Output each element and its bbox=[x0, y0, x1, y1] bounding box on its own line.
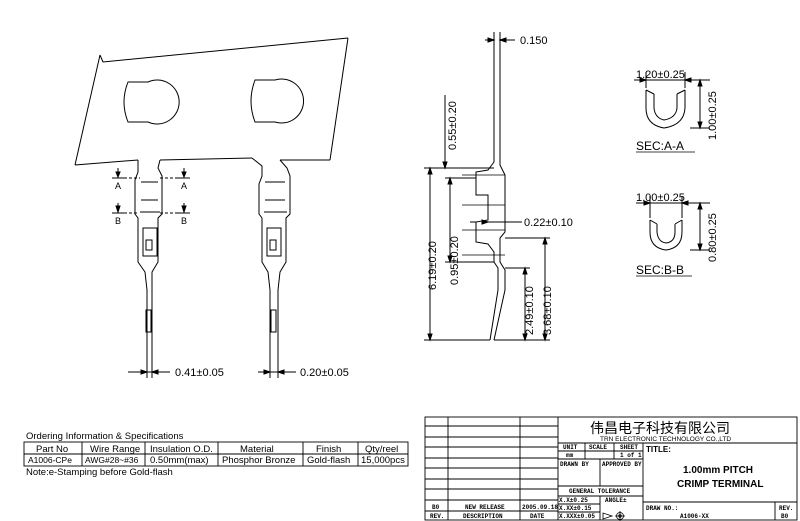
tb-title-line2: CRIMP TERMINAL bbox=[677, 479, 763, 490]
company-cn: 伟昌电子科技有限公司 bbox=[590, 421, 730, 437]
tb-unit: UNIT bbox=[563, 444, 578, 451]
pilot-hole-right bbox=[250, 78, 305, 124]
ordering-table-grid bbox=[23, 441, 409, 467]
tb-drawn-by: DRAWN BY bbox=[560, 461, 589, 468]
tb-draw-no: A1006-XX bbox=[680, 513, 709, 520]
ordering-cell-4: Gold-flash bbox=[307, 455, 350, 466]
ordering-header-5: Qty/reel bbox=[365, 444, 398, 455]
tb-rev-label: REV. bbox=[779, 505, 793, 512]
marker-a-left: A bbox=[115, 181, 121, 191]
tb-title-label: TITLE: bbox=[646, 445, 671, 454]
terminal-left bbox=[134, 159, 163, 365]
tb-rev: REV. bbox=[430, 513, 444, 520]
title-block-grid bbox=[424, 416, 798, 521]
dim-249: 2.49±0.10 bbox=[524, 286, 536, 335]
ordering-header-2: Insulation O.D. bbox=[150, 444, 213, 455]
ordering-cell-5: 15,000pcs bbox=[361, 455, 405, 466]
dim-041: 0.41±0.05 bbox=[175, 367, 224, 379]
pilot-hole-left bbox=[123, 79, 180, 125]
tb-title-line1: 1.00mm PITCH bbox=[683, 465, 753, 476]
tb-new-release: NEW RELEASE bbox=[465, 504, 505, 511]
side-profile-outline bbox=[475, 40, 506, 341]
tb-angle: ANGLE± bbox=[605, 497, 627, 504]
ordering-cell-1: AWG#28~#36 bbox=[85, 455, 139, 465]
tb-tol3: X.XXX±0.05 bbox=[559, 513, 595, 520]
tb-scale: SCALE bbox=[589, 444, 607, 451]
dim-020: 0.20±0.05 bbox=[300, 367, 349, 379]
ordering-title: Ordering Information & Specifications bbox=[26, 431, 184, 442]
tb-tol2: X.XX±0.15 bbox=[559, 505, 592, 512]
ordering-header-3: Material bbox=[240, 444, 274, 455]
dim-368: 3.68±0.10 bbox=[542, 286, 554, 335]
tb-sheet-val: 1 of 1 bbox=[620, 452, 642, 459]
company-en: TRN ELECTRONIC TECHNOLOGY CO.,LTD bbox=[600, 436, 731, 443]
dim-619: 6.19±0.20 bbox=[427, 241, 439, 290]
dimension-020 bbox=[258, 355, 296, 378]
ordering-cell-0: A1006-CPe bbox=[28, 455, 72, 465]
tb-approved-by: APPROVED BY bbox=[602, 461, 642, 468]
tb-date: DATE bbox=[530, 513, 545, 520]
tb-tol1: X.X±0.25 bbox=[559, 497, 588, 504]
projection-symbol-icon bbox=[602, 511, 625, 521]
section-marker-b bbox=[112, 203, 190, 214]
carrier-strip-view bbox=[74, 37, 349, 378]
ordering-note: Note:e-Stamping before Gold-flash bbox=[26, 467, 173, 478]
ordering-cell-3: Phosphor Bronze bbox=[222, 455, 295, 466]
sec-a-width: 1.20±0.25 bbox=[636, 69, 685, 81]
sec-a-height: 1.00±0.25 bbox=[707, 91, 719, 140]
dim-022: 0.22±0.10 bbox=[524, 217, 573, 229]
sec-b-height: 0.80±0.25 bbox=[707, 213, 719, 262]
section-marker-a bbox=[112, 168, 190, 179]
tb-release-date: 2005.09.18 bbox=[522, 504, 558, 511]
tb-description: DESCRIPTION bbox=[463, 513, 503, 520]
dim-thickness: 0.150 bbox=[520, 35, 548, 47]
tb-sheet: SHEET bbox=[620, 444, 638, 451]
marker-b-right: B bbox=[181, 216, 187, 226]
sec-a-label: SEC:A-A bbox=[636, 139, 684, 153]
dim-055: 0.55±0.20 bbox=[447, 101, 459, 150]
tb-draw-no-label: DRAW NO.: bbox=[646, 505, 678, 512]
ordering-header-0: Part No bbox=[36, 444, 68, 455]
ordering-header-1: Wire Range bbox=[90, 444, 140, 455]
terminal-right bbox=[251, 157, 291, 365]
side-profile-view bbox=[424, 32, 550, 342]
dimension-041 bbox=[128, 355, 170, 378]
dim-095: 0.95±0.20 bbox=[449, 236, 461, 285]
sec-b-width: 1.00±0.25 bbox=[636, 192, 685, 204]
ordering-header-4: Finish bbox=[316, 444, 341, 455]
tb-rev-value: B0 bbox=[781, 513, 789, 520]
section-b-view bbox=[636, 196, 710, 277]
marker-b-left: B bbox=[115, 216, 121, 226]
ordering-cell-2: 0.50mm(max) bbox=[150, 455, 209, 466]
marker-a-right: A bbox=[181, 181, 187, 191]
tb-rev-code: B0 bbox=[432, 504, 440, 511]
tb-general-tol: GENERAL TOLERANCE bbox=[569, 488, 631, 495]
sec-b-label: SEC:B-B bbox=[636, 263, 684, 277]
tb-unit-val: mm bbox=[566, 452, 574, 459]
section-a-view bbox=[634, 72, 710, 153]
carrier-strip-outline bbox=[74, 37, 349, 166]
